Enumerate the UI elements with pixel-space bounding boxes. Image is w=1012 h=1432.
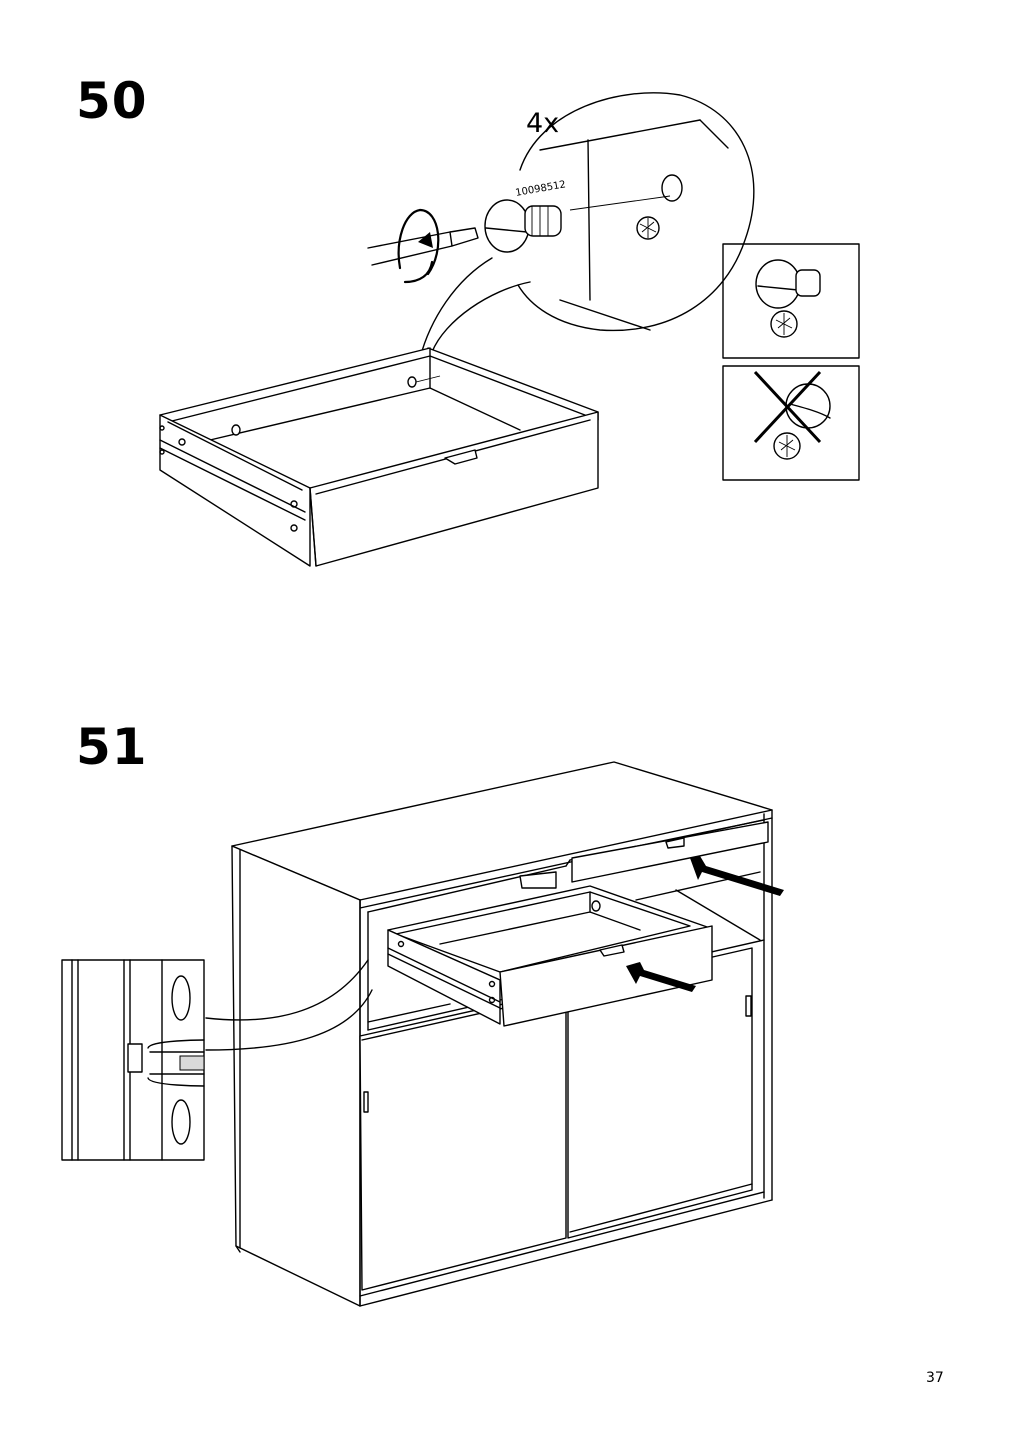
incorrect-check-panel [722,365,860,481]
drawer-being-inserted [387,885,713,1027]
screw-part-icon [484,199,562,253]
quantity-label: 4x [526,108,559,139]
screwdriver-icon [367,208,479,284]
step-50-number: 50 [76,72,148,130]
detail-callout-leader [205,989,373,1051]
insert-arrow-icon [626,856,784,992]
detail-callout-leader [205,959,369,1021]
sideboard-cabinet [231,761,773,1307]
screw-detail-callout [419,92,755,359]
correct-check-panel [722,243,860,359]
drawer-box-step-50 [159,347,599,567]
rail-detail-panel [61,959,205,1161]
step-51-number: 51 [76,718,148,776]
page-number: 37 [926,1370,944,1386]
